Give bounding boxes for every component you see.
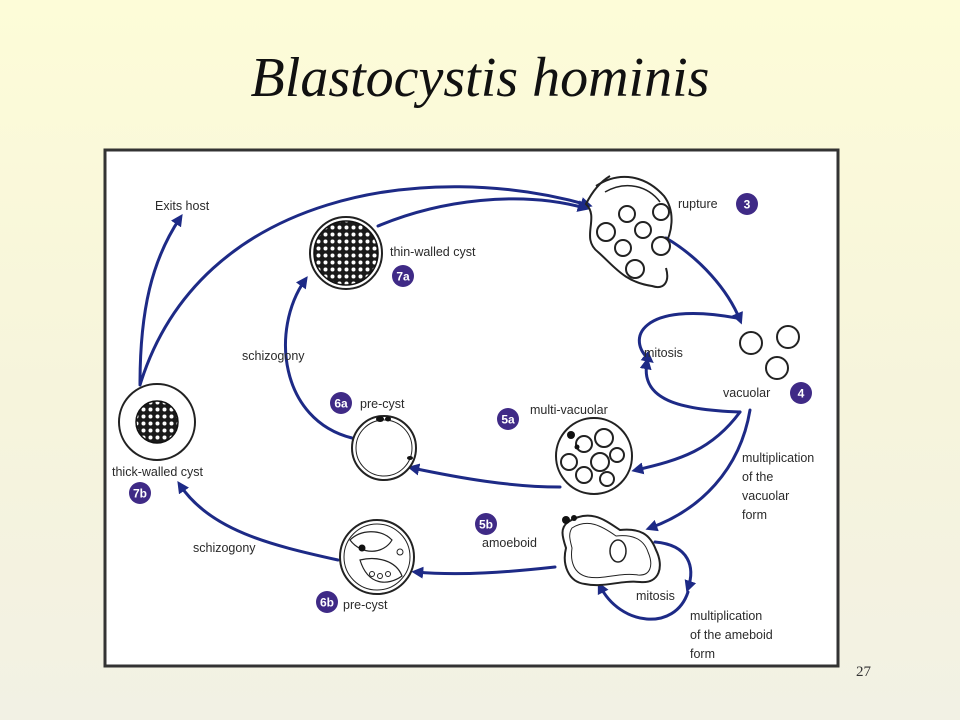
label-schizogony-upper: schizogony	[242, 349, 305, 363]
amoeboid-cell	[561, 514, 661, 587]
stage-badge-6a-text: 6a	[334, 397, 348, 411]
label-thin-walled-cyst: thin-walled cyst	[390, 245, 476, 259]
thin-walled-cyst-cell	[309, 216, 383, 290]
stage-badge-4: 4	[790, 382, 812, 404]
label-amoeboid: amoeboid	[482, 536, 537, 550]
flow-arrows	[138, 185, 752, 621]
label-pre-cyst-upper: pre-cyst	[360, 397, 405, 411]
label-exits-host: Exits host	[155, 199, 210, 213]
label-rupture: rupture	[678, 197, 718, 211]
arrow-thick-cyst-to-rupture	[138, 185, 593, 387]
label-mitosis-upper: mitosis	[644, 346, 683, 360]
ruptured-cyst-cell	[584, 175, 673, 288]
stage-badge-3-text: 3	[744, 198, 751, 212]
label-multiplication-vacuolar-line: vacuolar	[742, 489, 789, 503]
page-number: 27	[856, 664, 871, 680]
pre-cyst-upper-cell	[351, 415, 417, 481]
arrow-pre-cyst-lower-to-thick-cyst	[177, 481, 340, 562]
arrow-vacuolar-to-multi-vacuolar	[631, 410, 742, 475]
diagram-panel	[103, 148, 840, 668]
stage-badge-7b: 7b	[129, 482, 151, 504]
stage-badge-6b: 6b	[316, 591, 338, 613]
arrow-pre-cyst-upper-to-thin-cyst	[284, 276, 354, 440]
arrow-thick-cyst-exits-host	[138, 214, 183, 386]
arrow-mitosis-upper	[637, 312, 739, 364]
arrow-mitosis-upper-return	[639, 357, 742, 414]
stage-badge-7a: 7a	[392, 265, 414, 287]
label-multiplication-ameboid-line: multiplication	[690, 609, 762, 623]
label-schizogony-lower: schizogony	[193, 541, 256, 555]
slide-title: Blastocystis hominis	[250, 47, 710, 109]
arrow-mitosis-lower	[653, 540, 697, 593]
arrow-rupture-to-vacuolar	[664, 236, 743, 325]
label-vacuolar: vacuolar	[723, 386, 770, 400]
stage-badge-5a: 5a	[497, 408, 519, 430]
thick-walled-cyst-cell	[118, 383, 196, 461]
label-multiplication-ameboid: multiplication of the ameboid form	[690, 609, 776, 661]
arrow-vacuolar-to-amoeboid	[645, 408, 752, 532]
label-multiplication-vacuolar: multiplication of the vacuolar form	[742, 451, 818, 522]
label-multiplication-ameboid-line: of the ameboid	[690, 628, 773, 642]
arrow-mitosis-lower-return	[597, 581, 690, 621]
label-multi-vacuolar: multi-vacuolar	[530, 403, 608, 417]
stage-badge-7b-text: 7b	[133, 487, 147, 501]
stage-badge-6b-text: 6b	[320, 596, 334, 610]
arrow-amoeboid-to-pre-cyst	[411, 565, 557, 579]
stage-badge-7a-text: 7a	[396, 270, 410, 284]
label-multiplication-vacuolar-line: form	[742, 508, 767, 522]
stage-badge-6a: 6a	[330, 392, 352, 414]
vacuolar-cells	[739, 325, 800, 380]
label-mitosis-lower: mitosis	[636, 589, 675, 603]
arrow-multi-vacuolar-to-pre-cyst	[407, 463, 562, 489]
stage-badge-5b: 5b	[475, 513, 497, 535]
arrow-thin-cyst-to-rupture	[376, 197, 590, 228]
label-pre-cyst-lower: pre-cyst	[343, 598, 388, 612]
label-multiplication-ameboid-line: form	[690, 647, 715, 661]
multi-vacuolar-cell	[555, 417, 633, 495]
pre-cyst-lower-cell	[339, 519, 415, 595]
stage-badge-4-text: 4	[798, 387, 805, 401]
stage-badge-3: 3	[736, 193, 758, 215]
label-thick-walled-cyst: thick-walled cyst	[112, 465, 204, 479]
label-multiplication-vacuolar-line: of the	[742, 470, 773, 484]
stage-badge-5a-text: 5a	[501, 413, 515, 427]
stage-badge-5b-text: 5b	[479, 518, 493, 532]
label-multiplication-vacuolar-line: multiplication	[742, 451, 814, 465]
